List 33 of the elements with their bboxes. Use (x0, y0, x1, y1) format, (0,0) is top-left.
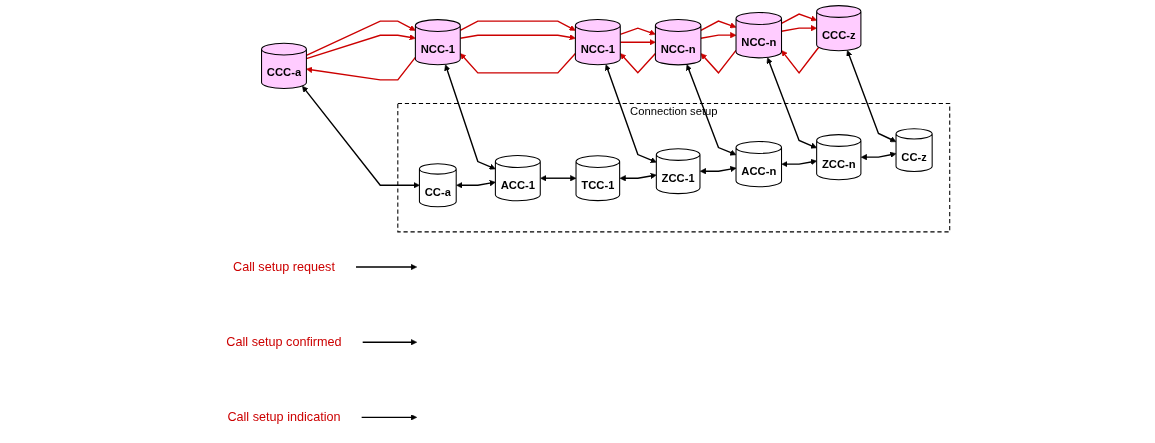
arrow (459, 34, 576, 41)
arrow (619, 172, 657, 182)
arrow (362, 339, 417, 346)
arrow (699, 166, 737, 175)
arrow (604, 64, 657, 163)
arrow (700, 20, 737, 31)
arrow (781, 46, 820, 74)
arrow (686, 64, 737, 156)
arrow (766, 57, 817, 149)
arrow (306, 56, 417, 81)
arrow (700, 32, 737, 39)
arrow (305, 20, 416, 57)
arrow (459, 20, 576, 32)
arrow (456, 180, 496, 189)
arrow (302, 85, 420, 189)
arrow (780, 25, 817, 32)
node-text: Call setup indication (227, 409, 341, 425)
arrow (360, 414, 417, 421)
arrow (619, 27, 656, 36)
arrow (305, 34, 416, 60)
arrow (780, 13, 817, 24)
node-text: Call setup confirmed (226, 334, 342, 349)
arrow (860, 151, 897, 161)
arrow (619, 39, 656, 46)
arrow (540, 175, 577, 182)
arrow (700, 49, 737, 74)
arrow (620, 52, 657, 74)
node-text: Call setup request (233, 259, 335, 274)
arrow (846, 50, 897, 143)
arrow (781, 159, 817, 168)
arrow (460, 52, 577, 74)
arrow (444, 64, 496, 170)
arrow (355, 263, 417, 271)
